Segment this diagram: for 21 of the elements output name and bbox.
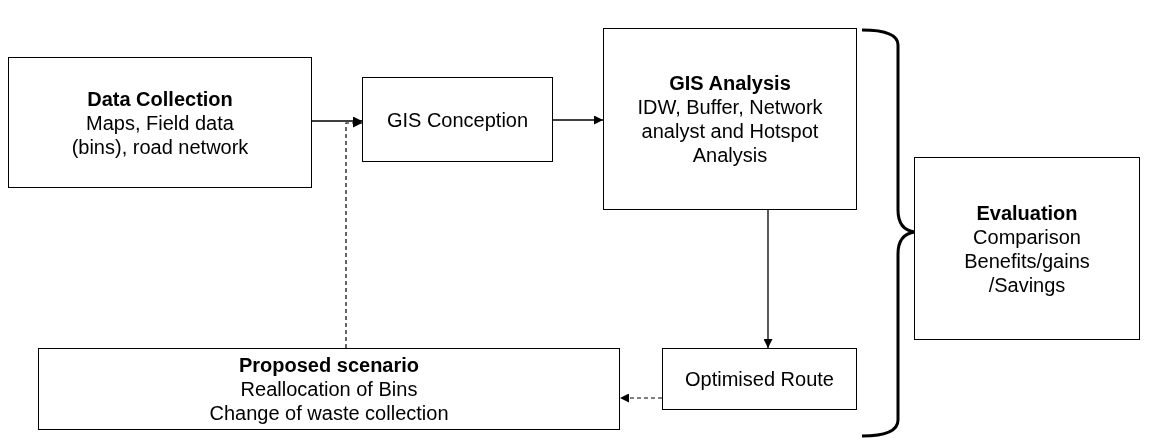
process-box	[362, 77, 553, 162]
box-text: Benefits/gains /Savings	[963, 248, 1091, 297]
process-box	[603, 28, 857, 210]
process-box	[662, 348, 857, 410]
box-text: IDW, Buffer, Network analyst and Hotspot Analysis	[636, 95, 824, 167]
arrow	[552, 115, 604, 125]
process-box	[8, 57, 312, 188]
box-title: Evaluation	[976, 200, 1078, 225]
process-box	[914, 157, 1140, 340]
process-box	[38, 348, 620, 430]
box-title: GIS Analysis	[669, 71, 791, 95]
box-title: Proposed scenario	[238, 353, 420, 377]
box-text: Optimised Route	[685, 367, 834, 391]
box-title: Data Collection	[87, 86, 233, 111]
arrow	[763, 209, 773, 349]
box-text: GIS Conception	[386, 107, 529, 132]
arrow	[619, 393, 663, 403]
box-text: Reallocation of Bins	[240, 377, 418, 401]
box-text: Change of waste collection	[209, 401, 449, 425]
box-text: Maps, Field data (bins), road network	[70, 110, 250, 159]
box-text: Comparison	[973, 224, 1081, 249]
